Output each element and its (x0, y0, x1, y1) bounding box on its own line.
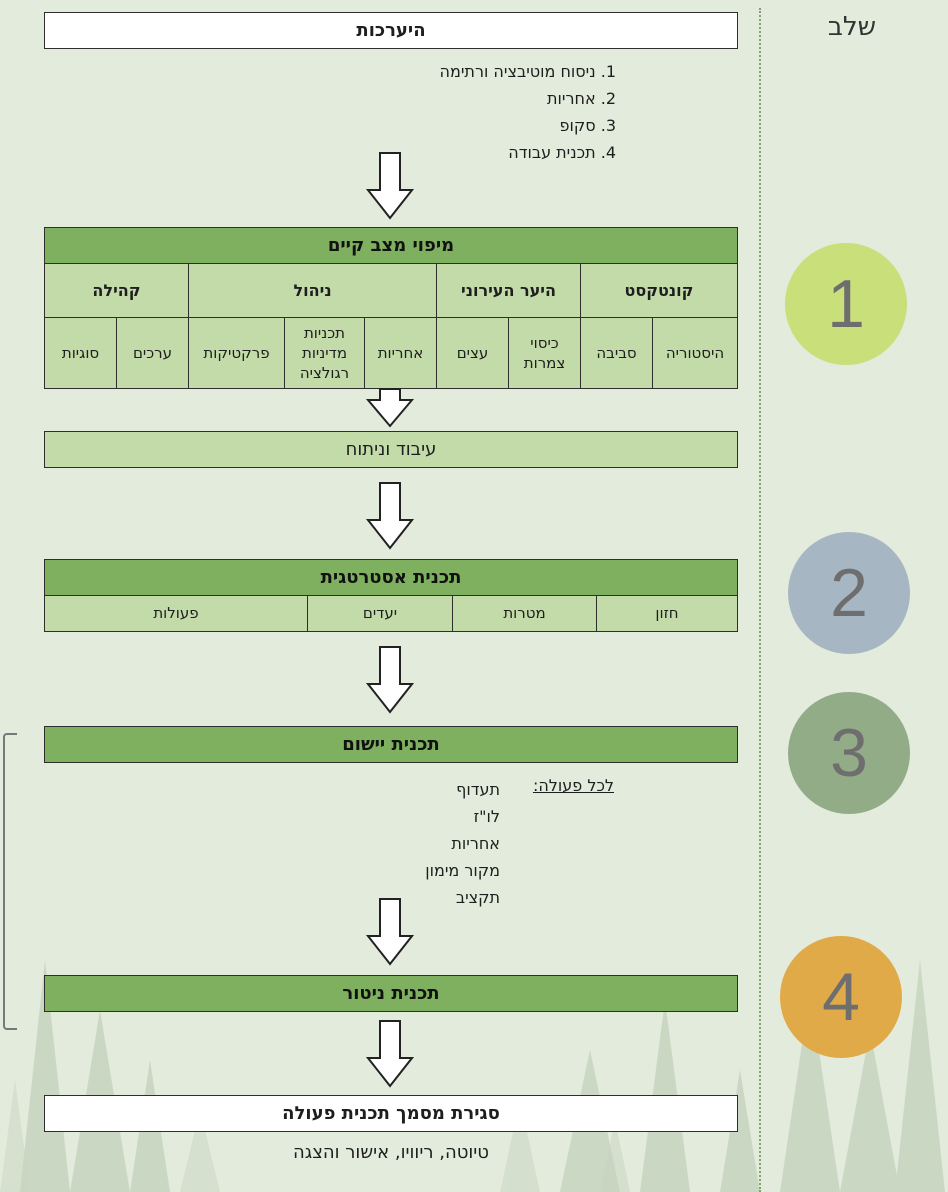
stage-column-divider (759, 8, 761, 1192)
preparation-list: 1. ניסוח מוטיבציה ורתימה 2. אחריות 3. סק… (300, 58, 616, 166)
implementation-item: תקציב (455, 888, 500, 907)
down-arrow-icon (366, 388, 414, 428)
mapping-cell-policies: תכניות מדיניות רגולציה (284, 317, 365, 389)
stage-4-circle: 4 (780, 936, 902, 1058)
down-arrow-icon (366, 898, 414, 966)
closing-subtitle: טיוטה, ריוויו, אישור והצגה (293, 1142, 489, 1163)
strategic-cell-vision: חזון (596, 595, 738, 632)
mapping-cell-responsibility: אחריות (364, 317, 437, 389)
strategic-cell-goals: מטרות (452, 595, 597, 632)
mapping-cell-values: ערכים (116, 317, 189, 389)
implementation-header: תכנית יישום (44, 726, 738, 763)
preparation-item: 1. ניסוח מוטיבציה ורתימה (439, 62, 616, 81)
down-arrow-icon (366, 152, 414, 220)
down-arrow-icon (366, 1020, 414, 1088)
analysis-bar: עיבוד וניתוח (44, 431, 738, 468)
preparation-item: 4. תכנית עבודה (508, 143, 616, 162)
strategic-cell-objectives: יעדים (307, 595, 453, 632)
closing-header: סגירת מסמך תכנית פעולה (44, 1095, 738, 1132)
per-action-label: לכל פעולה: (532, 776, 614, 795)
implementation-item: מקור מימון (425, 861, 500, 880)
implementation-item: תעדוף (456, 780, 500, 799)
mapping-cell-practices: פרקטיקות (188, 317, 285, 389)
strategic-header: תכנית אסטרטגית (44, 559, 738, 596)
stage-1-circle: 1 (785, 243, 907, 365)
implementation-list: תעדוף לו"ז אחריות מקור מימון תקציב (360, 776, 500, 911)
implementation-item: אחריות (451, 834, 500, 853)
mapping-group-urban-forest: היער העירוני (436, 263, 581, 318)
mapping-cell-trees: עצים (436, 317, 509, 389)
stage-2-circle: 2 (788, 532, 910, 654)
preparation-header: היערכות (44, 12, 738, 49)
stage-3-circle: 3 (788, 692, 910, 814)
monitoring-header: תכנית ניטור (44, 975, 738, 1012)
mapping-group-context: קונטקסט (580, 263, 738, 318)
mapping-cell-history: היסטוריה (652, 317, 738, 389)
stage-column-title: שלב (827, 12, 877, 42)
implementation-monitoring-bracket (3, 733, 17, 1030)
mapping-header: מיפוי מצב קיים (44, 227, 738, 264)
down-arrow-icon (366, 646, 414, 714)
preparation-item: 3. סקופ (559, 116, 616, 135)
down-arrow-icon (366, 482, 414, 550)
mapping-group-management: ניהול (188, 263, 437, 318)
mapping-cell-environment: סביבה (580, 317, 653, 389)
implementation-item: לו"ז (473, 807, 500, 826)
mapping-cell-canopy-cover: כיסוי צמרות (508, 317, 581, 389)
mapping-cell-issues: סוגיות (44, 317, 117, 389)
mapping-group-community: קהילה (44, 263, 189, 318)
preparation-item: 2. אחריות (547, 89, 616, 108)
strategic-cell-actions: פעולות (44, 595, 308, 632)
